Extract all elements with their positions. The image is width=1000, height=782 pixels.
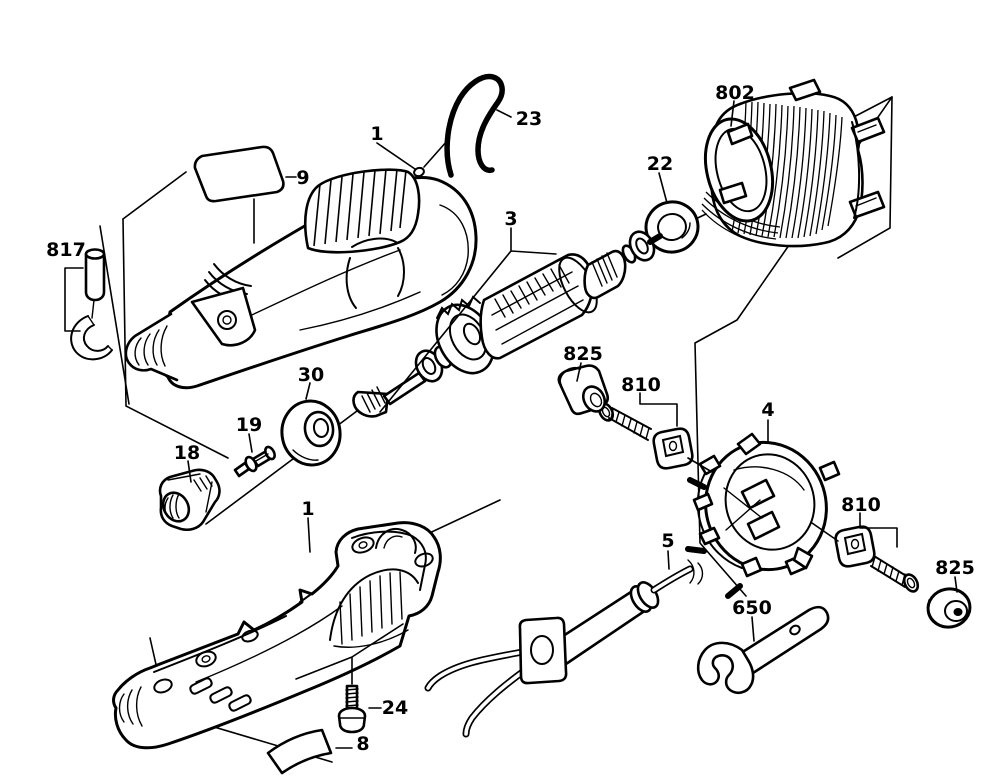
collar-ribs (313, 168, 407, 247)
part-label-802: 802 (715, 82, 755, 104)
part-label-9: 9 (296, 167, 309, 189)
part-cap-825-left (557, 364, 610, 416)
part-label-825-left: 825 (563, 343, 603, 365)
part-wrench-650 (696, 605, 830, 695)
part-housing-bottom-1 (112, 521, 442, 750)
part-label-1-lower-housing: 1 (301, 498, 314, 520)
part-housing-top-1 (124, 166, 478, 390)
part-label-817: 817 (46, 239, 86, 261)
part-label-24: 24 (382, 697, 408, 719)
part-label-3: 3 (504, 208, 517, 230)
part-label-810-right: 810 (841, 494, 881, 516)
part-endcap-4 (685, 432, 841, 599)
part-label-4: 4 (761, 399, 774, 421)
part-label-18: 18 (174, 442, 200, 464)
part-cap-825-right (926, 587, 972, 629)
part-label-650: 650 (732, 597, 772, 619)
part-label-5: 5 (661, 530, 674, 552)
part-nameplate-8 (266, 728, 333, 775)
part-ring-30 (280, 399, 342, 467)
part-label-825-right: 825 (935, 557, 975, 579)
part-screw-24 (337, 684, 367, 734)
part-collet-19 (233, 445, 276, 478)
part-collet-nut-18 (158, 468, 221, 532)
part-sticker-9 (193, 145, 285, 203)
part-label-22: 22 (647, 153, 673, 175)
part-field-coil-802 (701, 78, 886, 248)
group-leader-lines (64, 100, 958, 749)
part-label-8: 8 (356, 733, 369, 755)
part-cord-5 (424, 559, 704, 738)
part-label-810-left: 810 (621, 374, 661, 396)
part-label-19: 19 (236, 414, 262, 436)
part-wire-bail-23 (444, 73, 505, 178)
part-armature-3 (352, 230, 663, 418)
part-label-1-upper-housing: 1 (370, 123, 383, 145)
part-brush-817 (70, 248, 113, 361)
part-label-30: 30 (298, 364, 324, 386)
part-brush-spring-set-810-right (834, 525, 920, 593)
part-brush-spring-set-810-left (597, 402, 694, 470)
part-label-23: 23 (516, 108, 542, 130)
